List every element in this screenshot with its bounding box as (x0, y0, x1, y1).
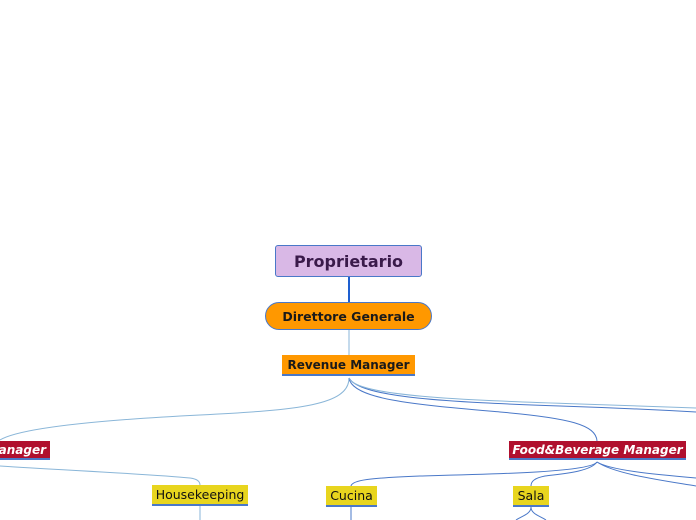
connector-revenue-right-b (348, 377, 696, 409)
node-proprietario-label: Proprietario (293, 251, 404, 271)
node-manager-left[interactable]: anager (0, 441, 50, 460)
node-direttore-generale-label: Direttore Generale (282, 308, 415, 324)
connector-manager-housekeeping (0, 465, 201, 486)
connector-fnb-cucina (350, 461, 598, 487)
node-sala-label: Sala (517, 488, 545, 503)
node-housekeeping-label: Housekeeping (155, 487, 245, 502)
node-direttore-generale[interactable]: Direttore Generale (265, 302, 432, 330)
connector-revenue-right-a (348, 377, 696, 413)
node-cucina[interactable]: Cucina (326, 486, 377, 507)
node-cucina-label: Cucina (330, 488, 373, 503)
node-housekeeping[interactable]: Housekeeping (152, 485, 248, 506)
connector-fnb-right-b (596, 461, 696, 487)
node-manager-left-label: anager (0, 442, 46, 457)
node-revenue-manager[interactable]: Revenue Manager (282, 355, 415, 376)
connector-sala-down-a (515, 506, 532, 520)
connector-fnb-sala (530, 461, 598, 487)
connector-fnb-right-a (596, 461, 696, 479)
connector-revenue-fnb (348, 377, 598, 442)
node-revenue-manager-label: Revenue Manager (287, 357, 410, 372)
node-sala[interactable]: Sala (513, 486, 549, 507)
node-food-beverage-manager[interactable]: Food&Beverage Manager (509, 441, 686, 460)
node-proprietario[interactable]: Proprietario (275, 245, 422, 277)
connector-sala-down-b (530, 506, 547, 520)
connector-revenue-left-manager (0, 377, 350, 441)
node-food-beverage-manager-label: Food&Beverage Manager (512, 442, 683, 457)
